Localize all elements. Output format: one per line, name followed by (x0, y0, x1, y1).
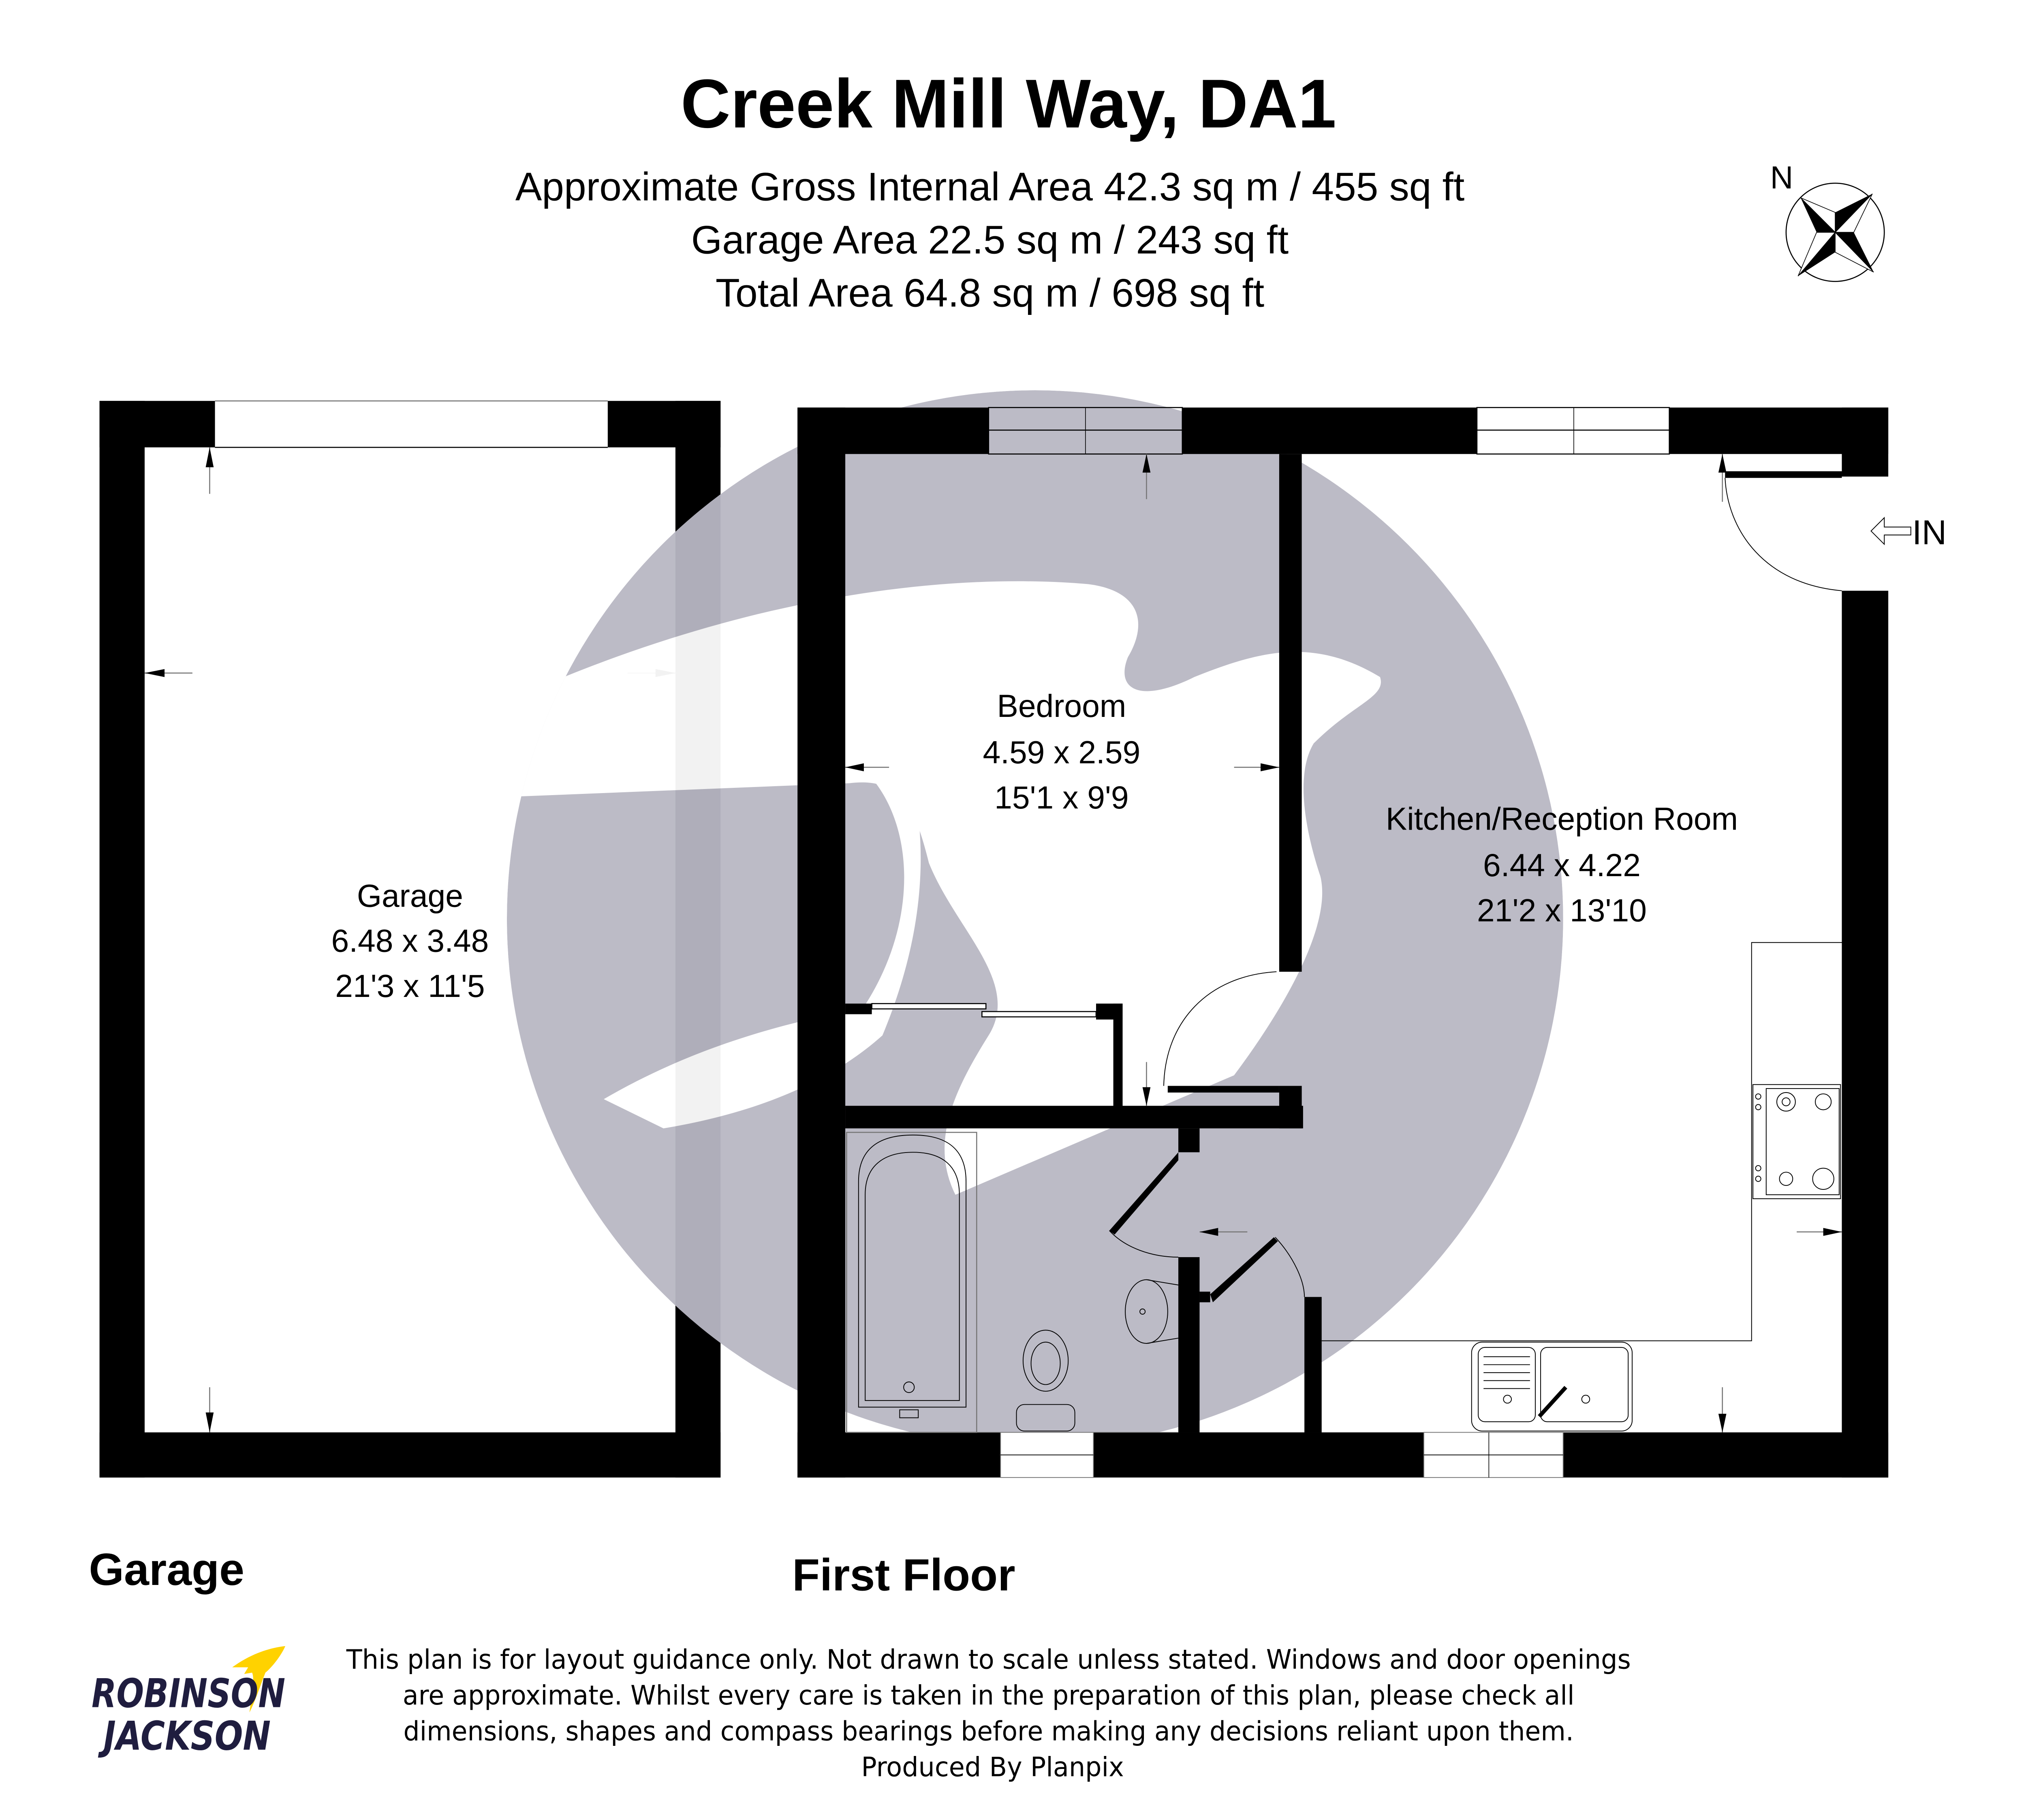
total-area: Total Area 64.8 sq m / 698 sq ft (716, 271, 1264, 315)
swallow-icon (232, 1646, 286, 1713)
room-label-bedroom: Bedroom 4.59 x 2.59 15'1 x 9'9 (983, 688, 1140, 815)
svg-text:6.44 x 4.22: 6.44 x 4.22 (1483, 847, 1641, 883)
room-label-garage: Garage 6.48 x 3.48 21'3 x 11'5 (331, 878, 489, 1004)
garage-area: Garage Area 22.5 sq m / 243 sq ft (691, 218, 1289, 262)
svg-text:21'2 x 13'10: 21'2 x 13'10 (1477, 892, 1647, 928)
svg-text:dimensions, shapes and compass: dimensions, shapes and compass bearings … (404, 1716, 1574, 1747)
svg-text:15'1 x 9'9: 15'1 x 9'9 (994, 780, 1128, 815)
svg-text:JACKSON: JACKSON (98, 1713, 271, 1759)
svg-text:Kitchen/Reception Room: Kitchen/Reception Room (1386, 801, 1738, 836)
room-label-kitchen: Kitchen/Reception Room 6.44 x 4.22 21'2 … (1386, 801, 1738, 928)
floor-label-garage: Garage (89, 1544, 244, 1595)
svg-text:6.48 x 3.48: 6.48 x 3.48 (331, 923, 489, 959)
gross-internal-area: Approximate Gross Internal Area 42.3 sq … (515, 165, 1464, 209)
svg-text:are approximate. Whilst every: are approximate. Whilst every care is ta… (403, 1680, 1575, 1711)
arrow-left-icon (1870, 517, 1911, 545)
north-label: N (1770, 160, 1793, 195)
svg-text:Bedroom: Bedroom (997, 688, 1126, 724)
svg-text:4.59 x 2.59: 4.59 x 2.59 (983, 735, 1140, 770)
page-title: Creek Mill Way, DA1 (681, 65, 1336, 142)
first-floor-plan (797, 407, 1889, 1478)
toilet-icon (1016, 1330, 1075, 1432)
entrance-label: IN (1912, 513, 1947, 552)
svg-text:21'3 x 11'5: 21'3 x 11'5 (335, 968, 485, 1004)
basin-icon (1125, 1279, 1179, 1344)
entrance-door: IN (1718, 454, 1947, 591)
svg-text:ROBINSON: ROBINSON (92, 1671, 285, 1717)
dimension-arrows (845, 454, 1842, 1433)
bathtub-icon (846, 1131, 977, 1433)
svg-text:This plan is for layout guidan: This plan is for layout guidance only. N… (346, 1645, 1631, 1675)
hob-icon (1752, 1084, 1841, 1199)
disclaimer: This plan is for layout guidance only. N… (346, 1645, 1631, 1783)
robinson-jackson-logo: ROBINSON JACKSON (92, 1646, 286, 1759)
floor-label-first: First Floor (792, 1549, 1015, 1600)
svg-text:Garage: Garage (357, 878, 463, 913)
sink-icon (1471, 1341, 1633, 1432)
watermark-logo (506, 390, 1563, 1447)
compass-rose-icon: N (1770, 160, 1885, 282)
svg-text:Produced By Planpix: Produced By Planpix (861, 1752, 1124, 1783)
